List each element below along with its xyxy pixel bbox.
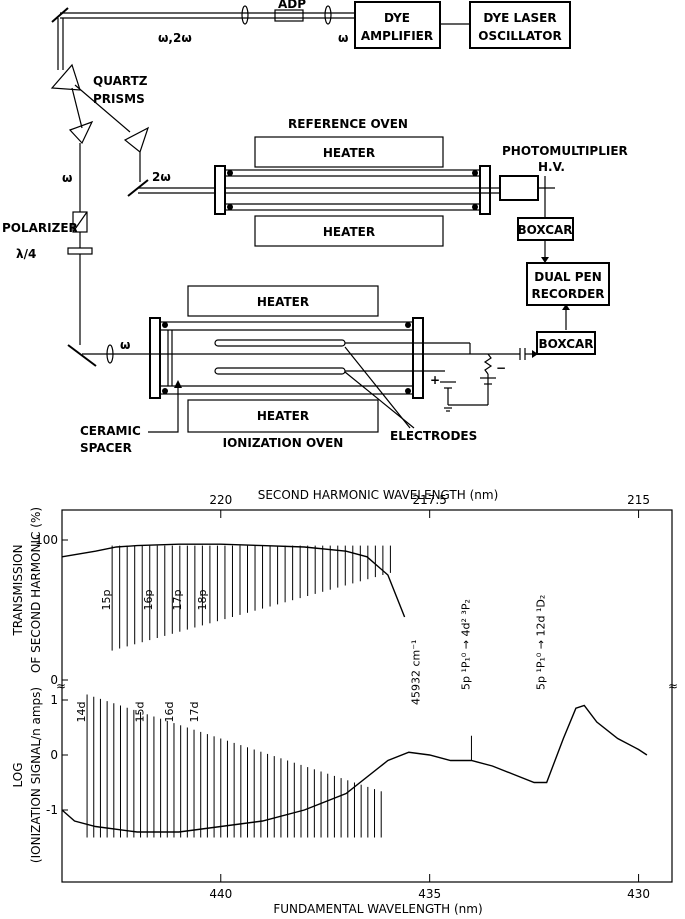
x-tick-label: 435 bbox=[418, 887, 441, 901]
top-axis-title: SECOND HARMONIC WAVELENGTH (nm) bbox=[258, 488, 499, 502]
upper-y-tick-label: 100 bbox=[35, 533, 58, 547]
lens-icon bbox=[324, 5, 332, 25]
resistor bbox=[483, 353, 493, 375]
lower-y-tick-label: -1 bbox=[46, 803, 58, 817]
upper-ylabel-1: TRANSMISSION bbox=[11, 544, 25, 636]
photomultiplier-box bbox=[499, 175, 539, 201]
quarter-wave-plate bbox=[67, 247, 93, 255]
plot-frame bbox=[61, 509, 673, 883]
recorder-label-1: DUAL PEN bbox=[534, 270, 601, 284]
top-tick-label: 215 bbox=[627, 493, 650, 507]
electrode-bottom bbox=[214, 367, 346, 375]
quartz-prism-3 bbox=[123, 126, 150, 154]
lower-ylabel-2: (IONIZATION SIGNAL/n amps) bbox=[29, 687, 43, 863]
dye-laser-oscillator-box bbox=[469, 1, 571, 49]
upper-line-label: 17p bbox=[171, 589, 184, 610]
apparatus-diagram: ADP ω,2ω ω DYE AMPLIFIER DYE LASER OSCIL… bbox=[2, 0, 628, 455]
ionization-heater-bottom bbox=[187, 399, 379, 433]
adp-label: ADP bbox=[278, 0, 306, 11]
oscillator-label-1: DYE LASER bbox=[483, 11, 556, 25]
top-mirror bbox=[51, 7, 69, 23]
beam-label-omega-2omega: ω,2ω bbox=[158, 31, 192, 45]
boxcar-ionization-box bbox=[536, 331, 596, 355]
recorder-label-2: RECORDER bbox=[531, 287, 604, 301]
beam-label-2omega: 2ω bbox=[152, 170, 171, 184]
photomultiplier-label-2: H.V. bbox=[538, 160, 565, 174]
lower-annotation: 5p ¹P₁⁰ → 12d ¹D₂ bbox=[535, 595, 548, 690]
reference-heater-bottom-label: HEATER bbox=[323, 225, 375, 239]
upper-line-label: 15p bbox=[100, 589, 113, 610]
photomultiplier-label-1: PHOTOMULTIPLIER bbox=[502, 144, 628, 158]
quarter-wave-label: λ/4 bbox=[16, 247, 36, 261]
ionization-cell bbox=[159, 321, 414, 395]
lower-y-tick-label: 0 bbox=[50, 748, 58, 762]
boxcar-reference-label: BOXCAR bbox=[517, 223, 572, 237]
beam-label-omega-bottom: ω bbox=[120, 338, 130, 352]
beam-label-omega-left: ω bbox=[62, 171, 72, 185]
quartz-prisms-label-2: PRISMS bbox=[93, 92, 145, 106]
dye-amplifier-box bbox=[354, 1, 441, 49]
reference-heater-bottom bbox=[254, 215, 444, 247]
axis-break-left: ≈ bbox=[56, 679, 66, 693]
electrode-top bbox=[214, 339, 346, 347]
reference-heater-top-label: HEATER bbox=[323, 146, 375, 160]
adp-crystal bbox=[274, 9, 304, 22]
spectrum-chart: SECOND HARMONIC WAVELENGTH (nm) FUNDAMEN… bbox=[11, 488, 678, 916]
ionization-heater-bottom-label: HEATER bbox=[257, 409, 309, 423]
reference-cell bbox=[224, 169, 481, 211]
ionization-heater-top bbox=[187, 285, 379, 317]
ionization-heater-top-label: HEATER bbox=[257, 295, 309, 309]
axis-break-right: ≈ bbox=[668, 679, 678, 693]
upper-line-label: 16p bbox=[142, 589, 155, 610]
top-tick-label: 217.5 bbox=[412, 493, 446, 507]
upper-ylabel-2: OF SECOND HARMONIC (%) bbox=[29, 507, 43, 673]
bottom-mirror bbox=[67, 344, 97, 367]
ionization-oven-label: IONIZATION OVEN bbox=[223, 436, 344, 450]
x-tick-label: 440 bbox=[209, 887, 232, 901]
upper-y-tick-label: 0 bbox=[50, 673, 58, 687]
svg-text:+: + bbox=[430, 373, 440, 387]
reference-heater-top bbox=[254, 136, 444, 168]
lens-icon bbox=[106, 344, 114, 364]
lower-annotation: 5p ¹P₁⁰ → 4d² ³P₂ bbox=[459, 599, 472, 690]
upper-line-label: 18p bbox=[196, 589, 209, 610]
top-tick-label: 220 bbox=[209, 493, 232, 507]
lower-annotation: 45932 cm⁻¹ bbox=[409, 640, 422, 705]
lower-line-label: 15d bbox=[134, 702, 147, 723]
ceramic-spacer-label-1: CERAMIC bbox=[80, 424, 141, 438]
oscillator-label-2: OSCILLATOR bbox=[478, 29, 561, 43]
reference-oven-label: REFERENCE OVEN bbox=[288, 117, 408, 131]
bottom-axis-title: FUNDAMENTAL WAVELENGTH (nm) bbox=[273, 902, 482, 916]
x-tick-label: 430 bbox=[627, 887, 650, 901]
lower-line-label: 14d bbox=[75, 702, 88, 723]
svg-text:−: − bbox=[496, 361, 506, 375]
lower-ylabel-1: LOG bbox=[11, 762, 25, 787]
ionization-line bbox=[61, 704, 648, 833]
dye-amplifier-label-1: DYE bbox=[384, 11, 410, 25]
quartz-prisms-label-1: QUARTZ bbox=[93, 74, 148, 88]
lower-line-label: 16d bbox=[163, 702, 176, 723]
lens-icon bbox=[241, 5, 249, 25]
polarizer-label: POLARIZER bbox=[2, 221, 78, 235]
ceramic-spacer-label-2: SPACER bbox=[80, 441, 132, 455]
boxcar-ionization-label: BOXCAR bbox=[538, 337, 593, 351]
lower-line-label: 17d bbox=[188, 702, 201, 723]
beam-label-omega-top: ω bbox=[338, 31, 348, 45]
lower-y-tick-label: 1 bbox=[50, 693, 58, 707]
quartz-prism-1 bbox=[50, 63, 81, 91]
electrodes-label: ELECTRODES bbox=[390, 429, 477, 443]
dye-amplifier-label-2: AMPLIFIER bbox=[361, 29, 433, 43]
dual-pen-recorder-box bbox=[526, 262, 610, 306]
